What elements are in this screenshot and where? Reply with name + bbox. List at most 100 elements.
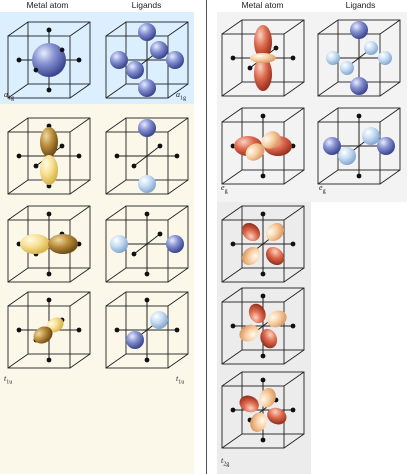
ligand-atom bbox=[290, 407, 296, 413]
cube-eg-ligand-dx2y2 bbox=[317, 107, 401, 185]
cube-edge bbox=[167, 267, 189, 283]
cube-edge bbox=[105, 353, 127, 369]
t2g-lobe bbox=[250, 412, 267, 433]
ligand-sigma-orbital bbox=[378, 51, 392, 65]
cube-a1g-ligand bbox=[105, 21, 189, 99]
cube-edge bbox=[221, 371, 243, 387]
cube-edge bbox=[69, 21, 91, 37]
cube-edge bbox=[379, 81, 401, 97]
label-t1u-metal: t1u bbox=[4, 374, 13, 386]
cube-front-face bbox=[221, 33, 285, 97]
cube-t2g-metal-dxz bbox=[221, 287, 305, 365]
cube-edge bbox=[167, 205, 189, 221]
dx2y2-lobe bbox=[261, 131, 281, 149]
ligand-sigma-orbital bbox=[110, 51, 128, 69]
cube-t2g-metal-dyz bbox=[221, 371, 305, 449]
cube-edge bbox=[69, 179, 91, 195]
t2g-lobe bbox=[239, 395, 259, 413]
ligand-atom bbox=[174, 327, 180, 333]
cube-t1u-ligand bbox=[105, 205, 189, 283]
cube-edge bbox=[221, 433, 243, 449]
cube-edge bbox=[167, 21, 189, 37]
ligand-sigma-orbital bbox=[364, 41, 378, 55]
ligand-sigma-orbital bbox=[110, 235, 128, 253]
ligand-atom bbox=[46, 297, 52, 303]
cube-edge bbox=[7, 117, 29, 133]
cube-edge bbox=[7, 291, 29, 307]
cube-edge bbox=[105, 179, 127, 195]
ligand-sigma-orbital bbox=[323, 137, 341, 155]
ligand-atom bbox=[356, 173, 362, 179]
label-a1g-ligand: a1g bbox=[176, 90, 186, 102]
cube-edge bbox=[379, 19, 401, 35]
cube-back-face bbox=[241, 19, 305, 83]
ligand-atom bbox=[230, 241, 236, 247]
ligand-atom bbox=[46, 357, 52, 363]
cube-edge bbox=[221, 169, 243, 185]
ligand-atom bbox=[260, 353, 266, 359]
header-ligands-right: Ligands bbox=[345, 0, 376, 10]
cube-edge bbox=[69, 205, 91, 221]
cube-edge bbox=[283, 287, 305, 303]
cube-edge bbox=[69, 83, 91, 99]
ligand-atom bbox=[290, 323, 296, 329]
ligand-sigma-orbital bbox=[150, 311, 168, 329]
ligand-atom bbox=[131, 251, 137, 257]
ligand-sigma-orbital bbox=[126, 61, 144, 79]
ligand-atom bbox=[76, 57, 82, 63]
cube-edge bbox=[7, 83, 29, 99]
ligand-atom bbox=[230, 323, 236, 329]
cube-edge bbox=[7, 205, 29, 221]
ligand-atom bbox=[247, 65, 253, 71]
ligand-atom bbox=[356, 113, 362, 119]
ligand-atom bbox=[16, 327, 22, 333]
ligand-atom bbox=[260, 437, 266, 443]
ligand-sigma-orbital bbox=[338, 147, 356, 165]
ligand-atom bbox=[33, 67, 39, 73]
cube-front-face bbox=[221, 301, 285, 365]
ligand-sigma-orbital bbox=[138, 175, 156, 193]
cube-edge bbox=[221, 267, 243, 283]
ligand-atom bbox=[230, 55, 236, 61]
cube-edge bbox=[283, 349, 305, 365]
cube-front-face bbox=[7, 305, 71, 369]
bond-axis bbox=[146, 233, 161, 245]
t2g-lobe bbox=[241, 222, 261, 242]
cube-edge bbox=[7, 353, 29, 369]
ligand-atom bbox=[46, 27, 52, 33]
ligand-atom bbox=[260, 293, 266, 299]
ligand-atom bbox=[230, 407, 236, 413]
ligand-sigma-orbital bbox=[377, 137, 395, 155]
cube-t1u-metal bbox=[7, 291, 91, 369]
ligand-sigma-orbital bbox=[150, 41, 168, 59]
cube-front-face bbox=[221, 219, 285, 283]
ligand-sigma-orbital bbox=[138, 79, 156, 97]
cube-front-face bbox=[7, 131, 71, 195]
ligand-atom bbox=[144, 357, 150, 363]
label-eg-metal: eg bbox=[221, 183, 228, 195]
ligand-atom bbox=[260, 173, 266, 179]
header-ligands-left: Ligands bbox=[131, 0, 162, 10]
cube-edge bbox=[379, 169, 401, 185]
ligand-atom bbox=[273, 45, 279, 51]
cube-eg-ligand-dz2 bbox=[317, 19, 401, 97]
t2g-lobe bbox=[267, 310, 287, 328]
ligand-atom bbox=[144, 297, 150, 303]
cube-edge bbox=[283, 107, 305, 123]
cube-edge bbox=[69, 291, 91, 307]
ligand-atom bbox=[157, 143, 163, 149]
cube-front-face bbox=[317, 121, 381, 185]
ligand-atom bbox=[174, 153, 180, 159]
cube-edge bbox=[105, 205, 127, 221]
cube-back-face bbox=[125, 205, 189, 269]
cube-eg-metal-dz2 bbox=[221, 19, 305, 97]
cube-edge bbox=[283, 81, 305, 97]
cube-back-face bbox=[125, 117, 189, 181]
ligand-sigma-orbital bbox=[350, 77, 368, 95]
ligand-atom bbox=[76, 327, 82, 333]
cube-edge bbox=[317, 169, 339, 185]
cube-edge bbox=[283, 371, 305, 387]
ligand-atom bbox=[260, 113, 266, 119]
cube-edge bbox=[167, 83, 189, 99]
ligand-atom bbox=[144, 271, 150, 277]
